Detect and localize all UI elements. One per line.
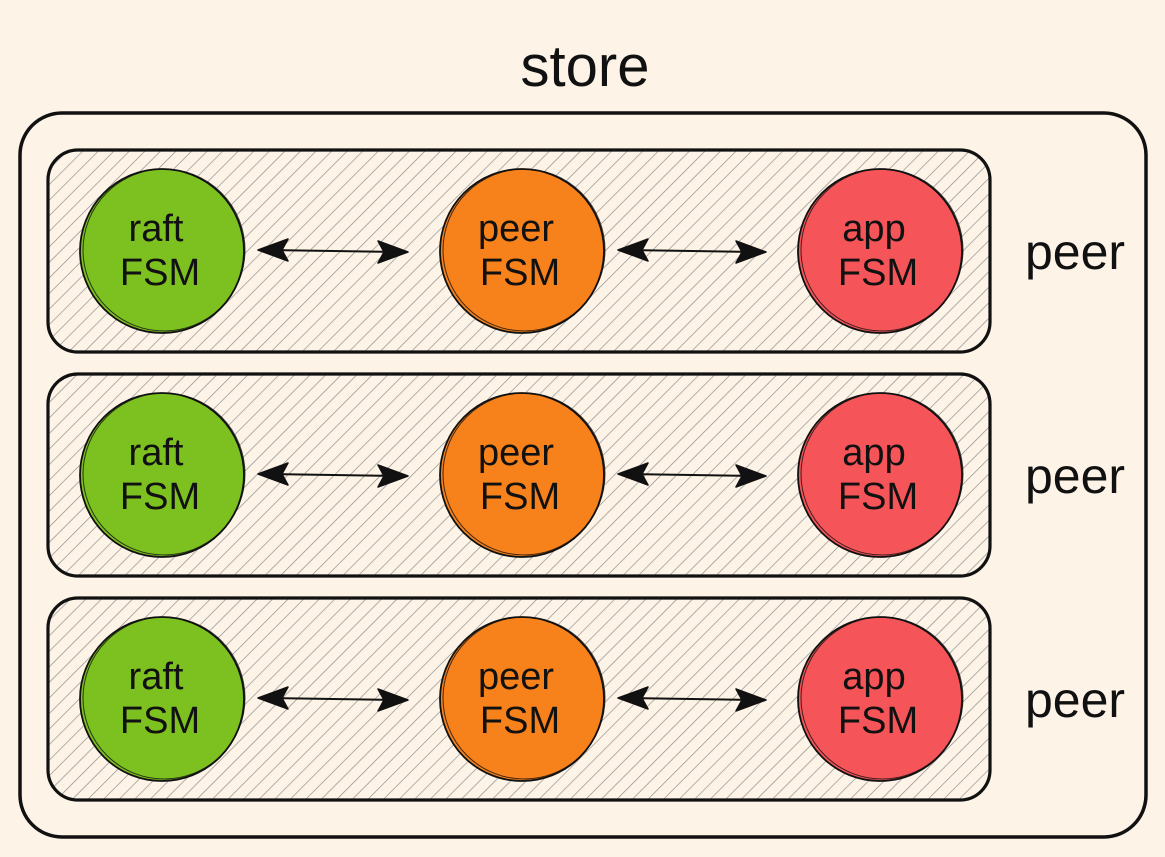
arrow-head-right bbox=[377, 688, 409, 712]
store-title: store bbox=[521, 34, 650, 99]
peer-fsm-outline bbox=[442, 168, 606, 332]
peer-group-label: peer bbox=[1025, 224, 1125, 280]
raft-fsm-label-line1: raft bbox=[129, 656, 184, 698]
arrow-head-right bbox=[735, 464, 767, 488]
arrow-shaft bbox=[627, 249, 757, 253]
raft-fsm-label-line1: raft bbox=[129, 208, 184, 250]
raft-fsm-label-line2: FSM bbox=[120, 476, 200, 518]
raft-fsm-outline bbox=[82, 392, 246, 556]
bidirectional-arrow bbox=[257, 462, 409, 488]
bidirectional-arrow bbox=[617, 462, 767, 488]
peer-group-label: peer bbox=[1025, 448, 1125, 504]
raft-fsm-label-line2: FSM bbox=[120, 252, 200, 294]
peer-group-box bbox=[46, 596, 992, 802]
bidirectional-arrow bbox=[617, 686, 767, 712]
store-container bbox=[18, 111, 1148, 839]
peer-fsm-label-line1: peer bbox=[478, 432, 554, 474]
arrow-head-left bbox=[257, 686, 289, 710]
arrow-head-left bbox=[617, 686, 649, 710]
arrow-head-right bbox=[377, 240, 409, 264]
arrow-head-right bbox=[377, 464, 409, 488]
bidirectional-arrow bbox=[257, 686, 409, 712]
arrow-head-left bbox=[617, 238, 649, 262]
peer-fsm-circle bbox=[439, 616, 605, 782]
arrow-shaft bbox=[267, 473, 399, 477]
app-fsm-circle bbox=[797, 168, 963, 334]
raft-fsm-outline bbox=[82, 616, 246, 780]
raft-fsm-circle bbox=[79, 392, 245, 558]
peer-group-box bbox=[46, 148, 992, 354]
peer-fsm-label-line2: FSM bbox=[480, 476, 560, 518]
raft-fsm-label-line1: raft bbox=[129, 432, 184, 474]
arrow-head-right bbox=[735, 240, 767, 264]
arrow-head-right bbox=[735, 688, 767, 712]
arrow-shaft bbox=[267, 697, 399, 701]
arrow-head-left bbox=[257, 462, 289, 486]
app-fsm-label-line1: app bbox=[842, 656, 905, 698]
raft-fsm-label-line2: FSM bbox=[120, 700, 200, 742]
peer-fsm-label-line2: FSM bbox=[480, 700, 560, 742]
arrow-shaft bbox=[627, 473, 757, 477]
app-fsm-outline bbox=[800, 392, 964, 556]
app-fsm-circle bbox=[797, 392, 963, 558]
app-fsm-outline bbox=[800, 168, 964, 332]
bidirectional-arrow bbox=[257, 238, 409, 264]
app-fsm-label-line2: FSM bbox=[838, 700, 918, 742]
peer-fsm-circle bbox=[439, 392, 605, 558]
arrow-shaft bbox=[627, 697, 757, 701]
raft-fsm-circle bbox=[79, 616, 245, 782]
arrow-shaft bbox=[267, 249, 399, 253]
peer-fsm-outline bbox=[442, 616, 606, 780]
raft-fsm-circle bbox=[79, 168, 245, 334]
app-fsm-outline bbox=[800, 616, 964, 780]
peer-fsm-label-line1: peer bbox=[478, 656, 554, 698]
arrow-head-left bbox=[257, 238, 289, 262]
peer-fsm-circle bbox=[439, 168, 605, 334]
app-fsm-label-line2: FSM bbox=[838, 252, 918, 294]
app-fsm-circle bbox=[797, 616, 963, 782]
peer-group-label: peer bbox=[1025, 672, 1125, 728]
app-fsm-label-line2: FSM bbox=[838, 476, 918, 518]
peer-fsm-outline bbox=[442, 392, 606, 556]
peer-fsm-label-line1: peer bbox=[478, 208, 554, 250]
raft-fsm-outline bbox=[82, 168, 246, 332]
app-fsm-label-line1: app bbox=[842, 208, 905, 250]
peer-fsm-label-line2: FSM bbox=[480, 252, 560, 294]
arrow-head-left bbox=[617, 462, 649, 486]
bidirectional-arrow bbox=[617, 238, 767, 264]
peer-group-box bbox=[46, 372, 992, 578]
app-fsm-label-line1: app bbox=[842, 432, 905, 474]
